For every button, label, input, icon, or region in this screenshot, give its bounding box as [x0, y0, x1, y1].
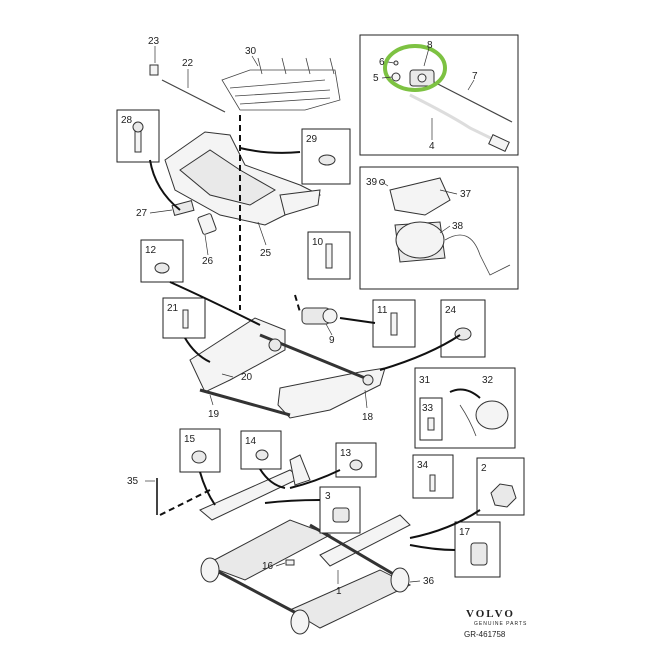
label-6[interactable]: 6 — [379, 57, 385, 68]
label-9[interactable]: 9 — [329, 335, 335, 346]
label-1[interactable]: 1 — [336, 586, 342, 597]
label-35[interactable]: 35 — [127, 476, 139, 487]
label-17[interactable]: 17 — [459, 527, 471, 538]
label-34[interactable]: 34 — [417, 460, 429, 471]
label-25[interactable]: 25 — [260, 248, 272, 259]
label-15[interactable]: 15 — [184, 434, 196, 445]
label-10[interactable]: 10 — [312, 237, 324, 248]
label-23[interactable]: 23 — [148, 36, 160, 47]
label-18[interactable]: 18 — [362, 412, 374, 423]
diagram-reference: GR-461758 — [464, 630, 506, 639]
label-26[interactable]: 26 — [202, 256, 214, 267]
brand-logo: VOLVO — [466, 608, 515, 620]
label-32[interactable]: 32 — [482, 375, 494, 386]
label-14[interactable]: 14 — [245, 436, 257, 447]
cushion-wire-frame — [221, 57, 341, 111]
seat-pan — [164, 131, 322, 226]
label-12[interactable]: 12 — [145, 245, 157, 256]
label-11[interactable]: 11 — [377, 305, 388, 316]
part-labels: 1 2 3 4 5 6 7 8 9 10 11 12 13 14 15 16 1… — [121, 36, 494, 597]
label-21[interactable]: 21 — [167, 303, 179, 314]
label-16[interactable]: 16 — [262, 561, 274, 572]
upper-frame — [189, 317, 386, 419]
label-7[interactable]: 7 — [472, 71, 478, 82]
label-31[interactable]: 31 — [419, 375, 431, 386]
inset-motor-cable — [359, 34, 519, 156]
label-24[interactable]: 24 — [445, 305, 457, 316]
label-30[interactable]: 30 — [245, 46, 257, 57]
label-28[interactable]: 28 — [121, 115, 133, 126]
brand-subtitle: GENUINE PARTS — [474, 621, 527, 627]
label-36[interactable]: 36 — [423, 576, 435, 587]
label-33[interactable]: 33 — [422, 403, 434, 414]
label-29[interactable]: 29 — [306, 134, 318, 145]
label-20[interactable]: 20 — [241, 372, 253, 383]
label-37[interactable]: 37 — [460, 189, 472, 200]
label-19[interactable]: 19 — [208, 409, 220, 420]
label-13[interactable]: 13 — [340, 448, 352, 459]
label-8[interactable]: 8 — [427, 40, 433, 51]
label-3[interactable]: 3 — [325, 491, 331, 502]
label-39[interactable]: 39 — [366, 177, 378, 188]
label-2[interactable]: 2 — [481, 463, 487, 474]
inset-seat-module — [359, 166, 519, 290]
label-27[interactable]: 27 — [136, 208, 148, 219]
motor-9 — [301, 307, 338, 325]
label-22[interactable]: 22 — [182, 58, 194, 69]
volvo-branding: VOLVO GENUINE PARTS GR-461758 — [464, 608, 527, 639]
label-4[interactable]: 4 — [429, 141, 435, 152]
highlight-ring — [383, 44, 447, 92]
label-38[interactable]: 38 — [452, 221, 464, 232]
label-5[interactable]: 5 — [373, 73, 379, 84]
seat-rails — [199, 454, 412, 635]
